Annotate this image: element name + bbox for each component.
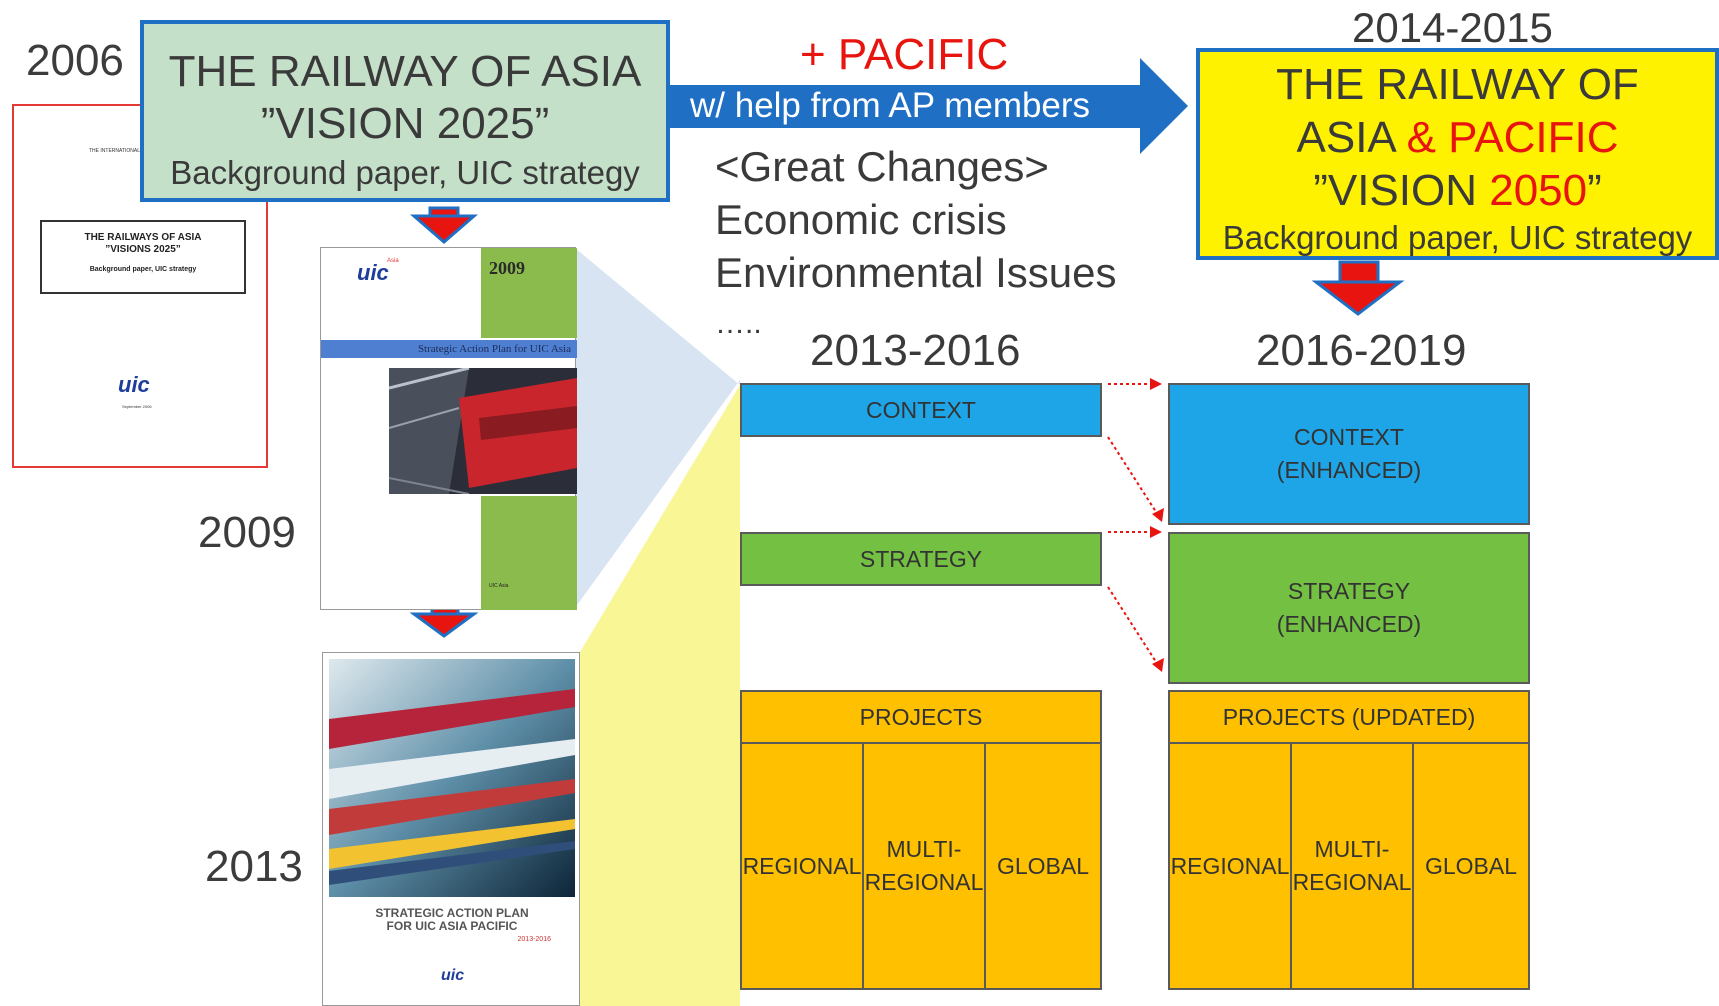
plan-2013-multi-label1: MULTI- — [886, 836, 962, 862]
vision-2050-year: 2050 — [1489, 166, 1588, 215]
doc-2009-title: Strategic Action Plan for UIC Asia — [417, 343, 571, 355]
vision-2050-line2: ASIA & PACIFIC — [1200, 111, 1715, 164]
dotted-connectors — [1107, 383, 1159, 666]
doc-2013-title2: FOR UIC ASIA PACIFIC — [386, 919, 518, 933]
vision-2050-asia: ASIA — [1296, 113, 1407, 162]
plan-2013-projects: PROJECTS — [740, 690, 1102, 744]
doc-2009-green-bottom — [481, 496, 577, 610]
change-item: <Great Changes> — [715, 143, 1049, 190]
plan-2016-regional: REGIONAL — [1168, 742, 1292, 990]
plan-2013-context: CONTEXT — [740, 383, 1102, 437]
vision-2025-box: THE RAILWAY OF ASIA ”VISION 2025” Backgr… — [140, 20, 670, 202]
plan-2013-strategy: STRATEGY — [740, 532, 1102, 586]
plan-2016-multi-label2: REGIONAL — [1292, 869, 1412, 895]
plan-2016-projects-label: PROJECTS (UPDATED) — [1222, 703, 1476, 730]
plan-2016-regional-label: REGIONAL — [1170, 852, 1290, 879]
plan-2013-context-label: CONTEXT — [866, 396, 976, 423]
plan-2016-multi-regional: MULTI- REGIONAL — [1290, 742, 1414, 990]
year-2013-2016: 2013-2016 — [810, 326, 1021, 375]
plan-2016-strategy: STRATEGY (ENHANCED) — [1168, 532, 1530, 684]
down-arrow-2006 — [409, 206, 479, 244]
doc-2006-subtitle: Background paper, UIC strategy — [89, 266, 197, 273]
year-2014-2015: 2014-2015 — [1352, 4, 1553, 51]
vision-2050-line1: THE RAILWAY OF — [1276, 60, 1639, 109]
doc-2006-title2: ”VISIONS 2025” — [105, 244, 181, 255]
doc-2013-cover: STRATEGIC ACTION PLAN FOR UIC ASIA PACIF… — [322, 652, 580, 1006]
plan-2016-multi-label1: MULTI- — [1314, 836, 1390, 862]
doc-2006-logo: uic — [118, 372, 150, 397]
vision-2025-line3: Background paper, UIC strategy — [170, 154, 640, 191]
plan-2016-context: CONTEXT (ENHANCED) — [1168, 383, 1530, 525]
doc-2013-years: 2013-2016 — [517, 936, 551, 943]
plan-2013-regional-label: REGIONAL — [742, 852, 862, 879]
doc-2013-title: STRATEGIC ACTION PLAN FOR UIC ASIA PACIF… — [323, 907, 581, 946]
doc-2009-year: 2009 — [489, 258, 525, 278]
doc-2006-header: THE INTERNATIONAL — [89, 148, 141, 154]
plan-2016-projects: PROJECTS (UPDATED) — [1168, 690, 1530, 744]
down-arrow-2009 — [409, 603, 479, 638]
vision-2050-vision: ”VISION — [1313, 166, 1490, 215]
change-item: Environmental Issues — [715, 249, 1117, 296]
doc-2009-footer: UIC Asia — [489, 583, 509, 589]
plan-2013-strategy-label: STRATEGY — [859, 545, 983, 572]
doc-2013-logo: uic — [441, 967, 465, 984]
plan-2016-strategy-label2: (ENHANCED) — [1276, 611, 1422, 637]
down-arrow-2050 — [1311, 260, 1405, 316]
doc-2009-title-band: Strategic Action Plan for UIC Asia — [321, 340, 577, 358]
plan-2016-context-label2: (ENHANCED) — [1276, 457, 1422, 483]
vision-2025-line1: THE RAILWAY OF ASIA — [168, 47, 642, 96]
doc-2006-title1: THE RAILWAYS OF ASIA — [84, 232, 202, 243]
plan-2013-multi-regional: MULTI- REGIONAL — [862, 742, 986, 990]
doc-2006-date: September 2006 — [122, 404, 152, 409]
vision-2050-quote: ” — [1587, 166, 1602, 215]
plan-2016-global-label: GLOBAL — [1424, 852, 1518, 879]
plan-2013-projects-label: PROJECTS — [859, 703, 983, 730]
year-2013: 2013 — [205, 842, 303, 891]
doc-2013-speed-photo — [329, 659, 575, 897]
year-2016-2019: 2016-2019 — [1256, 326, 1467, 375]
plan-2013-regional: REGIONAL — [740, 742, 864, 990]
plan-2013-global: GLOBAL — [984, 742, 1102, 990]
year-2009: 2009 — [198, 508, 296, 557]
plan-2016-context-label1: CONTEXT — [1294, 424, 1404, 450]
plan-2013-multi-label2: REGIONAL — [864, 869, 984, 895]
doc-2009-train-photo — [389, 368, 577, 494]
arrow-label: w/ help from AP members — [690, 86, 1091, 125]
plan-2016-strategy-label1: STRATEGY — [1287, 578, 1411, 604]
dotted-arrowheads — [1150, 378, 1164, 672]
change-item: ….. — [715, 307, 762, 340]
projection-yellow — [580, 385, 740, 1006]
plan-2013-global-label: GLOBAL — [996, 852, 1090, 879]
doc-2009-green-top — [481, 248, 577, 338]
main-arrow — [670, 58, 1188, 154]
doc-2009-logo-sub: Asia — [387, 258, 399, 264]
change-item: Economic crisis — [715, 196, 1007, 243]
doc-2009-logo: uic — [357, 260, 389, 285]
doc-2006-title-box: THE RAILWAYS OF ASIA ”VISIONS 2025” Back… — [40, 220, 246, 294]
vision-2025-line2: ”VISION 2025” — [260, 99, 550, 148]
doc-2013-title1: STRATEGIC ACTION PLAN — [375, 906, 529, 920]
vision-2050-line4: Background paper, UIC strategy — [1222, 219, 1693, 256]
vision-2050-line3: ”VISION 2050” — [1200, 164, 1715, 217]
plus-pacific-label: + PACIFIC — [800, 30, 1009, 79]
year-2006: 2006 — [26, 36, 124, 85]
doc-2009-cover: uic Asia 2009 Strategic Action Plan for … — [320, 247, 577, 610]
vision-2050-box: THE RAILWAY OF ASIA & PACIFIC ”VISION 20… — [1196, 48, 1719, 260]
plan-2016-global: GLOBAL — [1412, 742, 1530, 990]
projection-blue — [575, 248, 740, 608]
vision-2050-pacific: & PACIFIC — [1406, 113, 1619, 162]
great-changes-list: <Great Changes> Economic crisis Environm… — [715, 140, 1117, 349]
